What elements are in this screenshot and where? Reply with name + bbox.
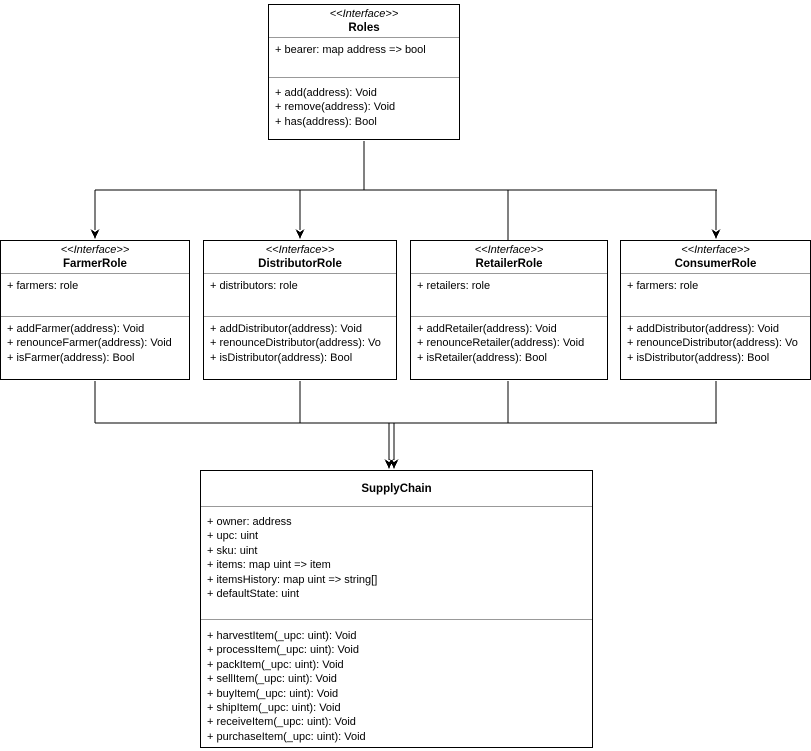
- attribute-line: + items: map uint => item: [207, 559, 331, 572]
- attribute-line: + defaultState: uint: [207, 588, 300, 601]
- attribute-line: + farmers: role: [627, 280, 699, 292]
- method-line: + receiveItem(_upc: uint): Void: [207, 716, 356, 729]
- class-name: DistributorRole: [258, 257, 342, 270]
- method-line: + purchaseItem(_upc: uint): Void: [207, 730, 366, 743]
- method-line: + addRetailer(address): Void: [417, 323, 557, 335]
- class-box-supplychain: SupplyChain + owner: address + upc: uint…: [200, 470, 593, 748]
- method-line: + isFarmer(address): Bool: [7, 351, 135, 364]
- attribute-line: + farmers: role: [7, 280, 79, 292]
- class-box-retailerrole: <<Interface>> RetailerRole + retailers: …: [410, 240, 608, 380]
- class-box-roles: <<Interface>> Roles + bearer: map addres…: [268, 4, 460, 140]
- method-line: + isDistributor(address): Bool: [627, 351, 770, 364]
- methods-compartment: + addFarmer(address): Void + renounceFar…: [1, 316, 189, 379]
- methods-compartment: + addDistributor(address): Void + renoun…: [621, 316, 810, 379]
- methods-compartment: + add(address): Void + remove(address): …: [269, 77, 459, 139]
- methods-compartment: + harvestItem(_upc: uint): Void + proces…: [201, 619, 592, 747]
- method-line: + renounceDistributor(address): Vo: [627, 337, 798, 350]
- methods-compartment: + addRetailer(address): Void + renounceR…: [411, 316, 607, 379]
- attribute-line: + itemsHistory: map uint => string[]: [207, 573, 378, 586]
- method-line: + addFarmer(address): Void: [7, 323, 145, 335]
- attributes-compartment: + bearer: map address => bool: [269, 37, 459, 77]
- attribute-line: + bearer: map address => bool: [275, 44, 426, 56]
- method-line: + has(address): Bool: [275, 115, 377, 128]
- attribute-line: + sku: uint: [207, 544, 258, 557]
- method-line: + remove(address): Void: [275, 101, 396, 114]
- stereotype-label: <<Interface>>: [474, 243, 544, 256]
- method-line: + harvestItem(_upc: uint): Void: [207, 630, 357, 642]
- attribute-line: + retailers: role: [417, 280, 491, 292]
- class-box-farmerrole: <<Interface>> FarmerRole + farmers: role…: [0, 240, 190, 380]
- class-name: FarmerRole: [63, 257, 127, 270]
- attribute-line: + upc: uint: [207, 530, 259, 543]
- method-line: + renounceRetailer(address): Void: [417, 337, 585, 350]
- arrowhead-supplychain-right: [389, 459, 399, 469]
- method-line: + sellItem(_upc: uint): Void: [207, 673, 337, 686]
- stereotype-label: <<Interface>>: [681, 243, 750, 256]
- attributes-compartment: + distributors: role: [204, 273, 396, 316]
- stereotype-label: <<Interface>>: [329, 7, 399, 20]
- method-line: + addDistributor(address): Void: [627, 323, 779, 335]
- attributes-compartment: + farmers: role: [1, 273, 189, 316]
- method-line: + buyItem(_upc: uint): Void: [207, 687, 339, 700]
- class-name: ConsumerRole: [674, 257, 757, 270]
- class-name: SupplyChain: [361, 482, 432, 495]
- class-box-distributorrole: <<Interface>> DistributorRole + distribu…: [203, 240, 397, 380]
- method-line: + renounceDistributor(address): Vo: [210, 337, 381, 350]
- method-line: + processItem(_upc: uint): Void: [207, 644, 359, 657]
- method-line: + packItem(_upc: uint): Void: [207, 658, 344, 671]
- attributes-compartment: + farmers: role: [621, 273, 810, 316]
- attribute-line: + owner: address: [207, 516, 292, 528]
- stereotype-label: <<Interface>>: [60, 243, 130, 256]
- method-line: + isRetailer(address): Bool: [417, 351, 547, 364]
- class-box-consumerrole: <<Interface>> ConsumerRole + farmers: ro…: [620, 240, 811, 380]
- class-name: Roles: [348, 21, 380, 34]
- method-line: + isDistributor(address): Bool: [210, 351, 353, 364]
- arrowhead-farmerrole: [90, 229, 100, 239]
- attributes-compartment: + owner: address + upc: uint + sku: uint…: [201, 506, 592, 619]
- arrowhead-distributorrole: [295, 229, 305, 239]
- class-title-farmerrole: <<Interface>> FarmerRole: [1, 241, 189, 273]
- attribute-line: + distributors: role: [210, 280, 298, 292]
- class-title-consumerrole: <<Interface>> ConsumerRole: [621, 241, 810, 273]
- method-line: + addDistributor(address): Void: [210, 323, 362, 335]
- method-line: + add(address): Void: [275, 87, 377, 99]
- class-title-roles: <<Interface>> Roles: [269, 5, 459, 37]
- method-line: + shipItem(_upc: uint): Void: [207, 702, 341, 715]
- class-title-retailerrole: <<Interface>> RetailerRole: [411, 241, 607, 273]
- methods-compartment: + addDistributor(address): Void + renoun…: [204, 316, 396, 379]
- stereotype-label: <<Interface>>: [265, 243, 335, 256]
- class-name: RetailerRole: [475, 257, 543, 270]
- arrowhead-consumerrole: [711, 229, 721, 239]
- class-title-supplychain: SupplyChain: [201, 471, 592, 506]
- class-title-distributorrole: <<Interface>> DistributorRole: [204, 241, 396, 273]
- method-line: + renounceFarmer(address): Void: [7, 337, 172, 350]
- attributes-compartment: + retailers: role: [411, 273, 607, 316]
